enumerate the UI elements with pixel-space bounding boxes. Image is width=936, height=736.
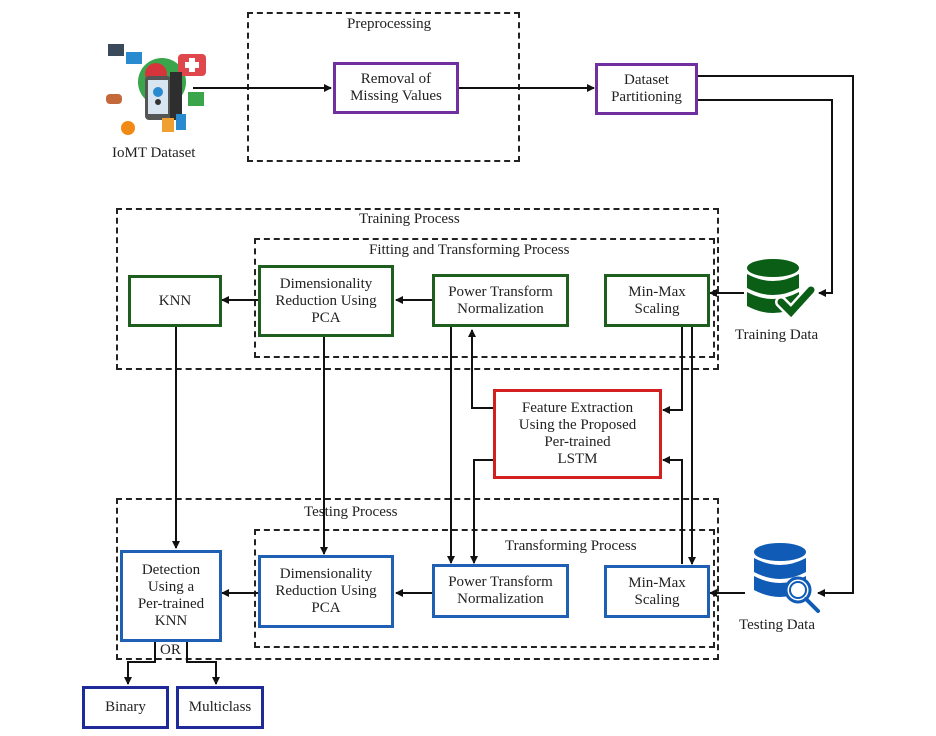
wire-partition-to-training [697,99,833,297]
or-label: OR [160,642,181,658]
removal-missing-values-node[interactable]: Removal of Missing Values [333,62,459,114]
arrow-detect-to-multiclass [186,642,220,685]
training-title: Training Process [359,211,460,227]
train-minmax-node[interactable]: Min-Max Scaling [604,274,710,327]
dataset-partitioning-node[interactable]: Dataset Partitioning [595,63,698,115]
source-label: IoMT Dataset [112,145,196,161]
database-check-icon [745,258,817,324]
testing-data-label: Testing Data [739,617,816,633]
binary-output-node[interactable]: Binary [82,686,169,729]
testing-title: Testing Process [304,504,398,520]
arrow-detect-to-binary [124,642,156,685]
arrow-lstm-to-testpower [470,459,493,564]
test-pca-node[interactable]: Dimensionality Reduction Using PCA [258,555,394,628]
training-region [116,208,719,370]
preprocessing-title: Preprocessing [347,16,432,32]
fitting-title: Fitting and Transforming Process [369,242,570,258]
database-search-icon [752,542,822,614]
fitting-region [254,238,715,358]
arrow-lstm-to-trainpower [468,329,493,409]
transforming-region [254,529,715,648]
transforming-title: Transforming Process [505,538,637,554]
test-power-transform-node[interactable]: Power Transform Normalization [432,564,569,618]
arrow-testminmax-to-lstm [662,456,683,564]
training-data-label: Training Data [735,327,819,343]
train-power-transform-node[interactable]: Power Transform Normalization [432,274,569,327]
test-minmax-node[interactable]: Min-Max Scaling [604,565,710,618]
lstm-feature-extraction-node[interactable]: Feature Extraction Using the Proposed Pe… [493,389,662,479]
multiclass-output-node[interactable]: Multiclass [176,686,264,729]
arrow-trainminmax-to-lstm [662,327,683,414]
wire-partition-to-testing [697,75,854,597]
detection-knn-node[interactable]: Detection Using a Per-trained KNN [120,550,222,642]
iomt-devices-icon [100,40,210,140]
testing-region [116,498,719,660]
train-pca-node[interactable]: Dimensionality Reduction Using PCA [258,265,394,337]
train-knn-node[interactable]: KNN [128,275,222,327]
